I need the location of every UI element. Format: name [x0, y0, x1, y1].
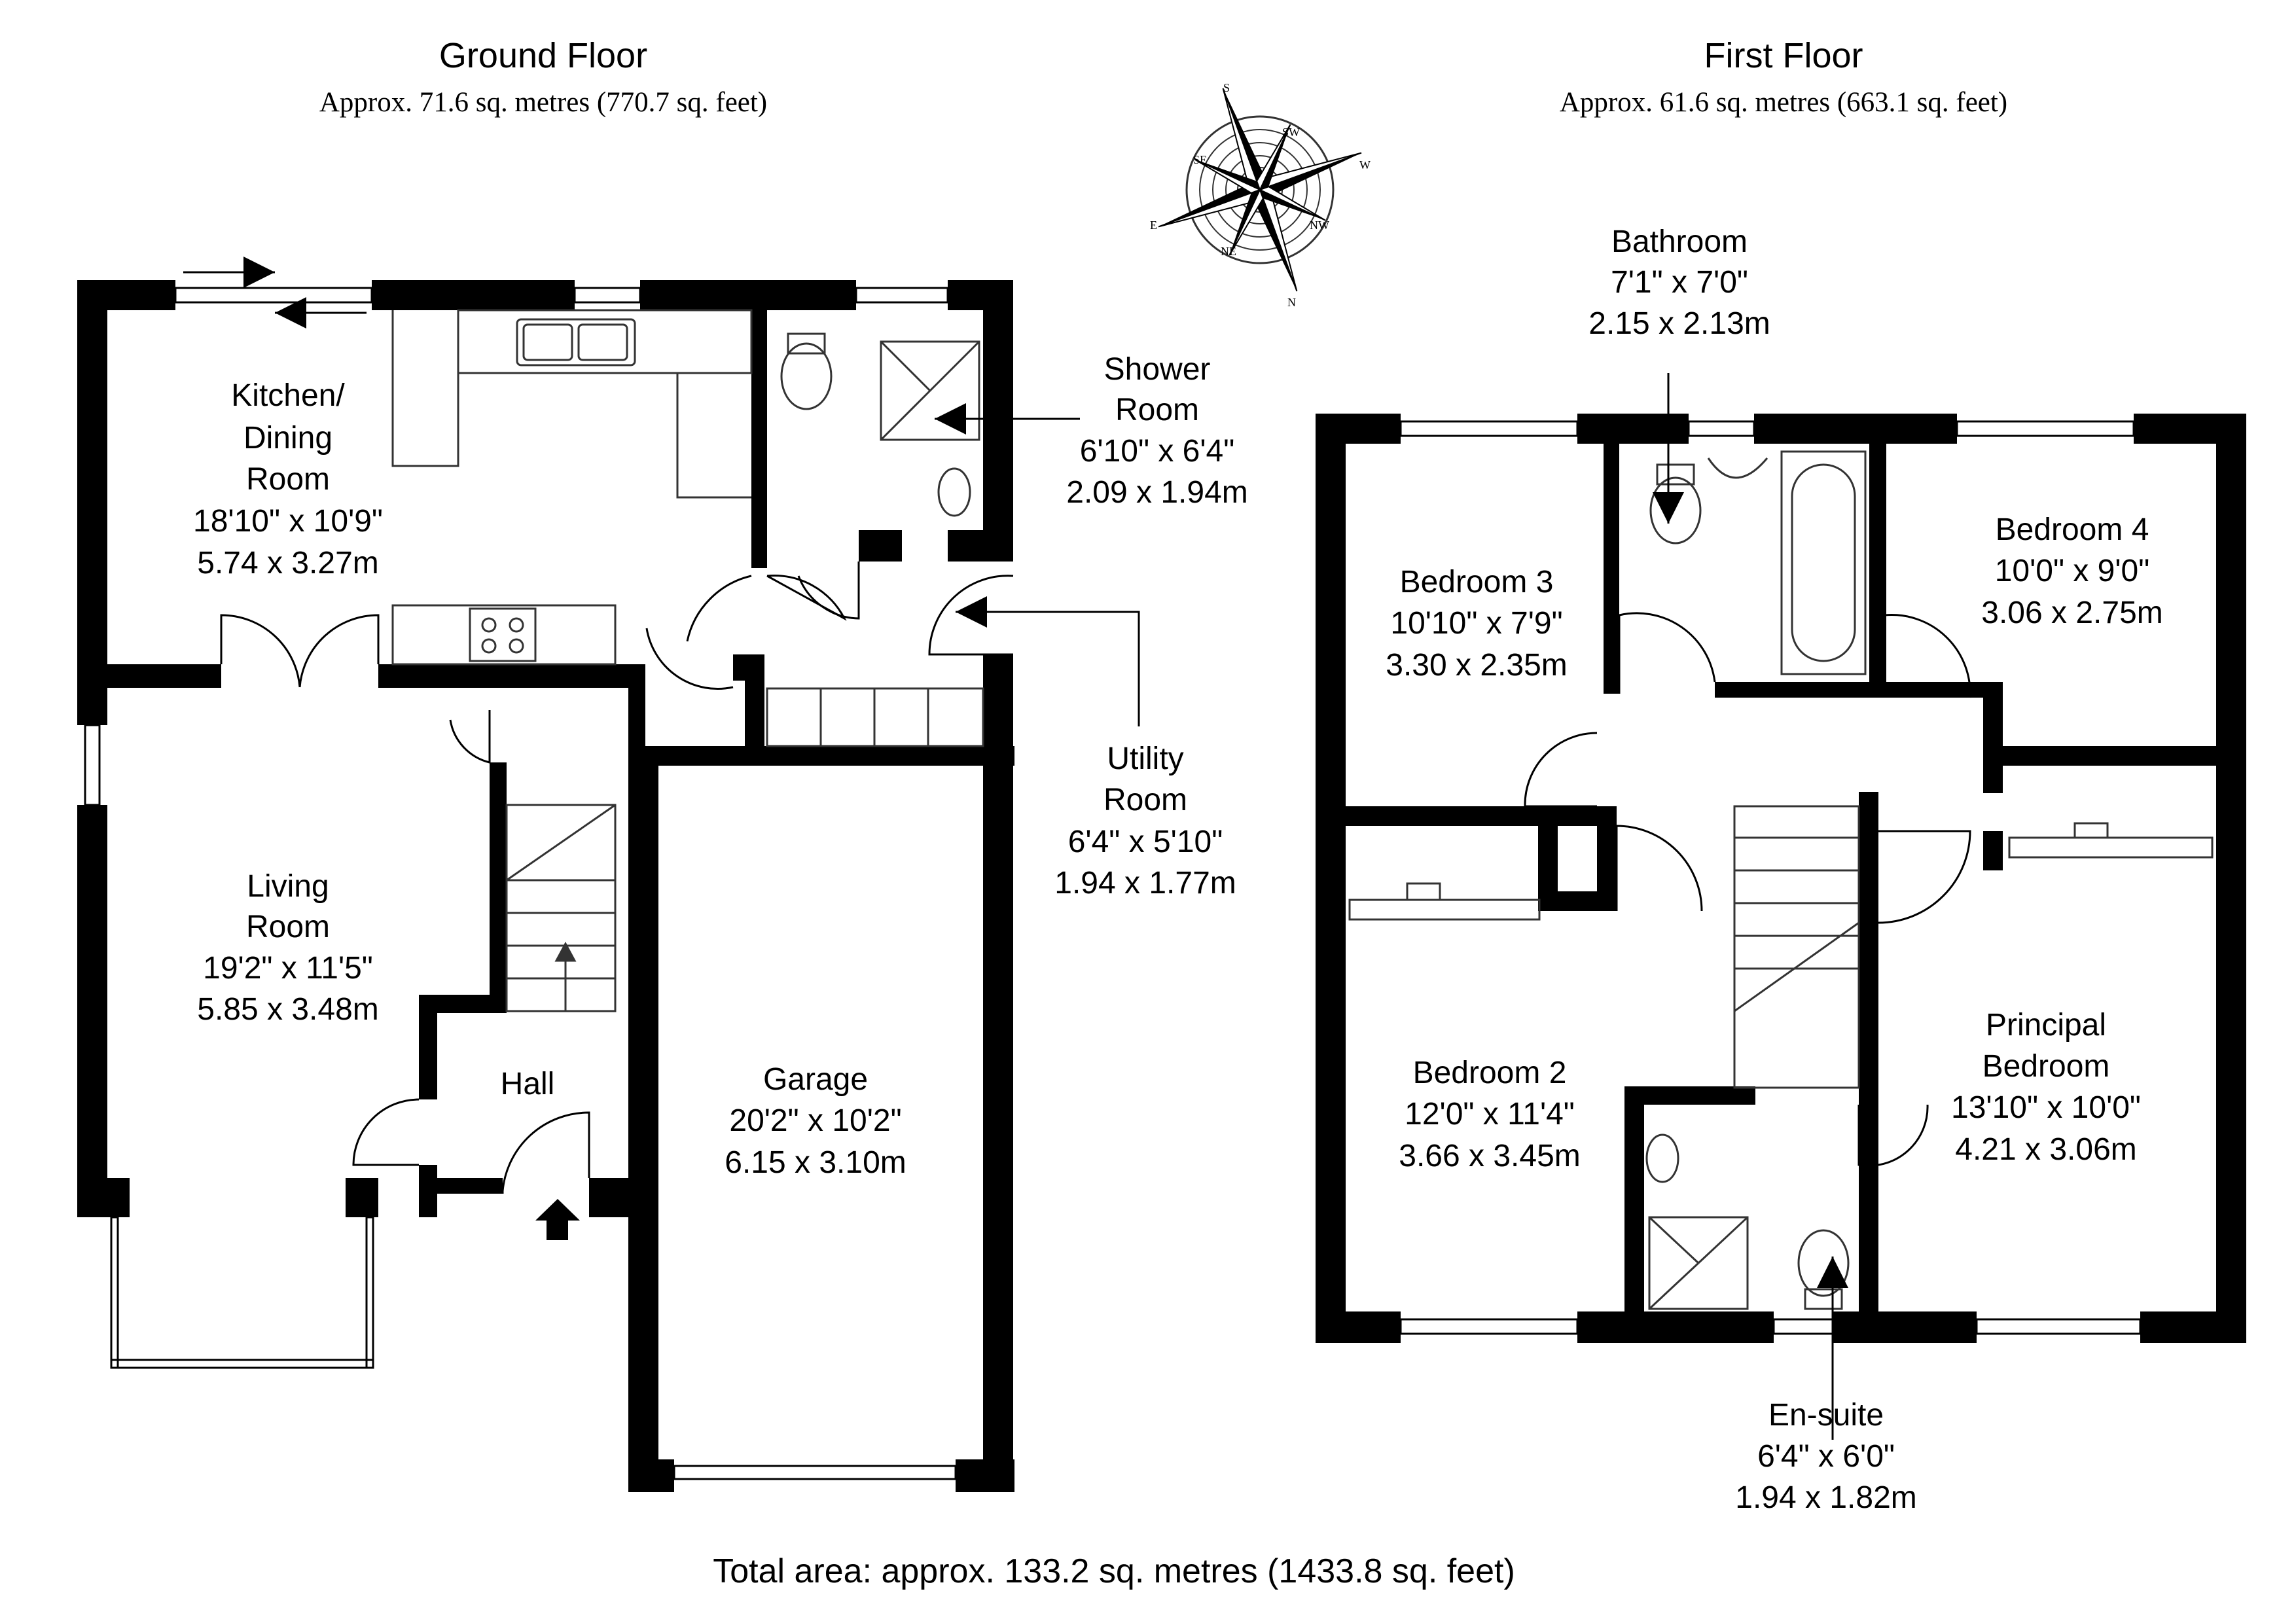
bedroom4-metric: 3.06 x 2.75m	[1981, 596, 2163, 630]
first-floor-fixtures	[1348, 450, 2214, 1310]
first-floor-callouts	[1653, 373, 1848, 1440]
ground-floor-walls	[77, 280, 1014, 1492]
ground-floor-fixtures	[391, 309, 984, 1012]
bedroom2-metric: 3.66 x 3.45m	[1399, 1139, 1581, 1173]
living-metric: 5.85 x 3.48m	[197, 992, 379, 1027]
bedroom4-imperial: 10'0" x 9'0"	[1995, 554, 2150, 588]
bedroom3-imperial: 10'10" x 7'9"	[1390, 606, 1562, 641]
ensuite-metric: 1.94 x 1.82m	[1735, 1480, 1917, 1515]
bedroom4-label: Bedroom 4	[1996, 512, 2149, 547]
first-floor-doors	[1524, 612, 1971, 1167]
kitchen-metric: 5.74 x 3.27m	[197, 546, 379, 580]
ensuite-imperial: 6'4" x 6'0"	[1757, 1439, 1895, 1474]
bedroom2-imperial: 12'0" x 11'4"	[1405, 1097, 1575, 1132]
kitchen-imperial: 18'10" x 10'9"	[193, 504, 383, 539]
principal-imperial: 13'10" x 10'0"	[1951, 1090, 2141, 1125]
ground-floor-doors	[220, 562, 1014, 1194]
shower-label-1: Shower	[1104, 352, 1211, 387]
compass-sw: SW	[1282, 126, 1300, 139]
utility-metric: 1.94 x 1.77m	[1054, 866, 1236, 901]
living-label-1: Living	[247, 869, 329, 904]
principal-label-1: Principal	[1986, 1008, 2106, 1043]
shower-imperial: 6'10" x 6'4"	[1080, 434, 1235, 469]
compass-s: S	[1223, 81, 1230, 94]
ensuite-label: En-suite	[1768, 1398, 1884, 1433]
total-area: Total area: approx. 133.2 sq. metres (14…	[713, 1552, 1515, 1590]
garage-metric: 6.15 x 3.10m	[725, 1145, 906, 1180]
kitchen-label-3: Room	[246, 462, 330, 497]
garage-label: Garage	[763, 1062, 868, 1097]
utility-label-1: Utility	[1107, 741, 1183, 776]
first-floor-title: First Floor	[1704, 36, 1863, 75]
compass-rose-icon: S W E N SW SE NW NE	[1150, 81, 1371, 309]
utility-callout-line	[935, 403, 1140, 726]
utility-label-2: Room	[1103, 783, 1187, 817]
bedroom2-label: Bedroom 2	[1413, 1056, 1567, 1090]
compass-w: W	[1359, 158, 1371, 171]
bathroom-metric: 2.15 x 2.13m	[1588, 306, 1770, 341]
shower-metric: 2.09 x 1.94m	[1066, 475, 1248, 510]
ground-floor-area: Approx. 71.6 sq. metres (770.7 sq. feet)	[319, 87, 767, 118]
kitchen-label-2: Dining	[243, 421, 332, 455]
principal-metric: 4.21 x 3.06m	[1955, 1132, 2137, 1167]
compass-ne: NE	[1221, 245, 1236, 258]
utility-imperial: 6'4" x 5'10"	[1068, 825, 1223, 859]
first-floor-walls	[1316, 414, 2246, 1343]
compass-se: SE	[1193, 153, 1207, 166]
bedroom3-label: Bedroom 3	[1400, 565, 1554, 599]
bathroom-label: Bathroom	[1611, 224, 1748, 259]
sliding-door-arrows	[183, 257, 367, 329]
ground-floor-windows	[84, 287, 957, 1480]
first-floor-windows	[1399, 420, 2142, 1335]
hall-label: Hall	[501, 1067, 555, 1101]
living-label-2: Room	[246, 910, 330, 944]
compass-e: E	[1150, 219, 1157, 232]
compass-nw: NW	[1310, 219, 1329, 232]
bathroom-imperial: 7'1" x 7'0"	[1611, 265, 1748, 300]
compass-n: N	[1287, 296, 1296, 309]
shower-label-2: Room	[1115, 393, 1199, 427]
first-floor-area: Approx. 61.6 sq. metres (663.1 sq. feet)	[1560, 87, 2007, 118]
entrance-arrow-icon	[535, 1199, 580, 1240]
principal-label-2: Bedroom	[1982, 1049, 2110, 1084]
ground-floor-title: Ground Floor	[439, 36, 647, 75]
kitchen-label-1: Kitchen/	[231, 378, 345, 413]
living-imperial: 19'2" x 11'5"	[203, 951, 373, 986]
garage-imperial: 20'2" x 10'2"	[729, 1103, 901, 1138]
bedroom3-metric: 3.30 x 2.35m	[1386, 648, 1568, 683]
